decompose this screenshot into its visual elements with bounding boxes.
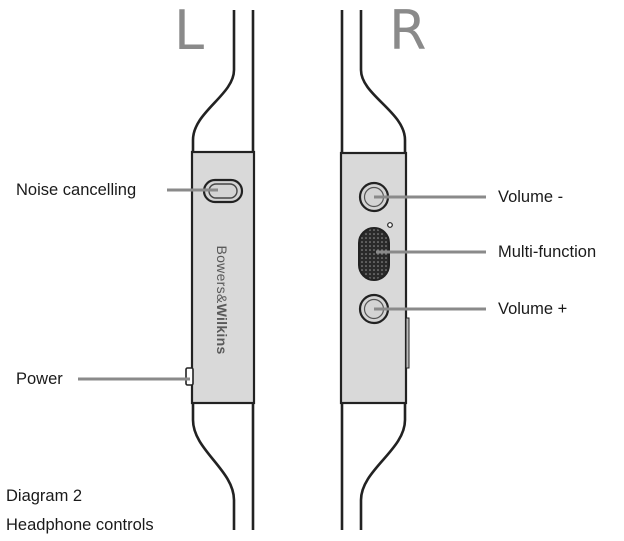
brand-logo-text: Bowers&Wilkins <box>214 245 230 354</box>
right-cable-outline-right <box>359 10 407 153</box>
power-switch <box>185 367 194 386</box>
power-label: Power <box>16 370 63 388</box>
multi-function-button <box>358 227 390 281</box>
left-cable-outline-left <box>191 10 236 152</box>
left-side-letter: L <box>174 0 205 62</box>
right-side-letter: R <box>389 0 427 62</box>
brand-ampersand: & <box>214 293 230 304</box>
brand-suffix: Wilkins <box>214 303 230 355</box>
right-control-housing <box>339 10 410 530</box>
brand-prefix: Bowers <box>214 245 230 294</box>
leader-lines <box>78 188 486 381</box>
left-control-housing <box>185 10 256 530</box>
microphone-hole <box>387 222 393 228</box>
left-cable-lower-left <box>191 403 236 530</box>
right-cable-lower-right <box>359 403 407 530</box>
caption-title: Headphone controls <box>6 516 154 534</box>
right-housing-edge-detail <box>405 317 410 369</box>
multi-function-label: Multi-function <box>498 243 597 261</box>
volume-down-label: Volume - <box>498 188 564 206</box>
caption-diagram-number: Diagram 2 <box>6 487 83 505</box>
volume-up-label: Volume + <box>498 300 568 318</box>
noise-cancelling-label: Noise cancelling <box>16 181 137 199</box>
